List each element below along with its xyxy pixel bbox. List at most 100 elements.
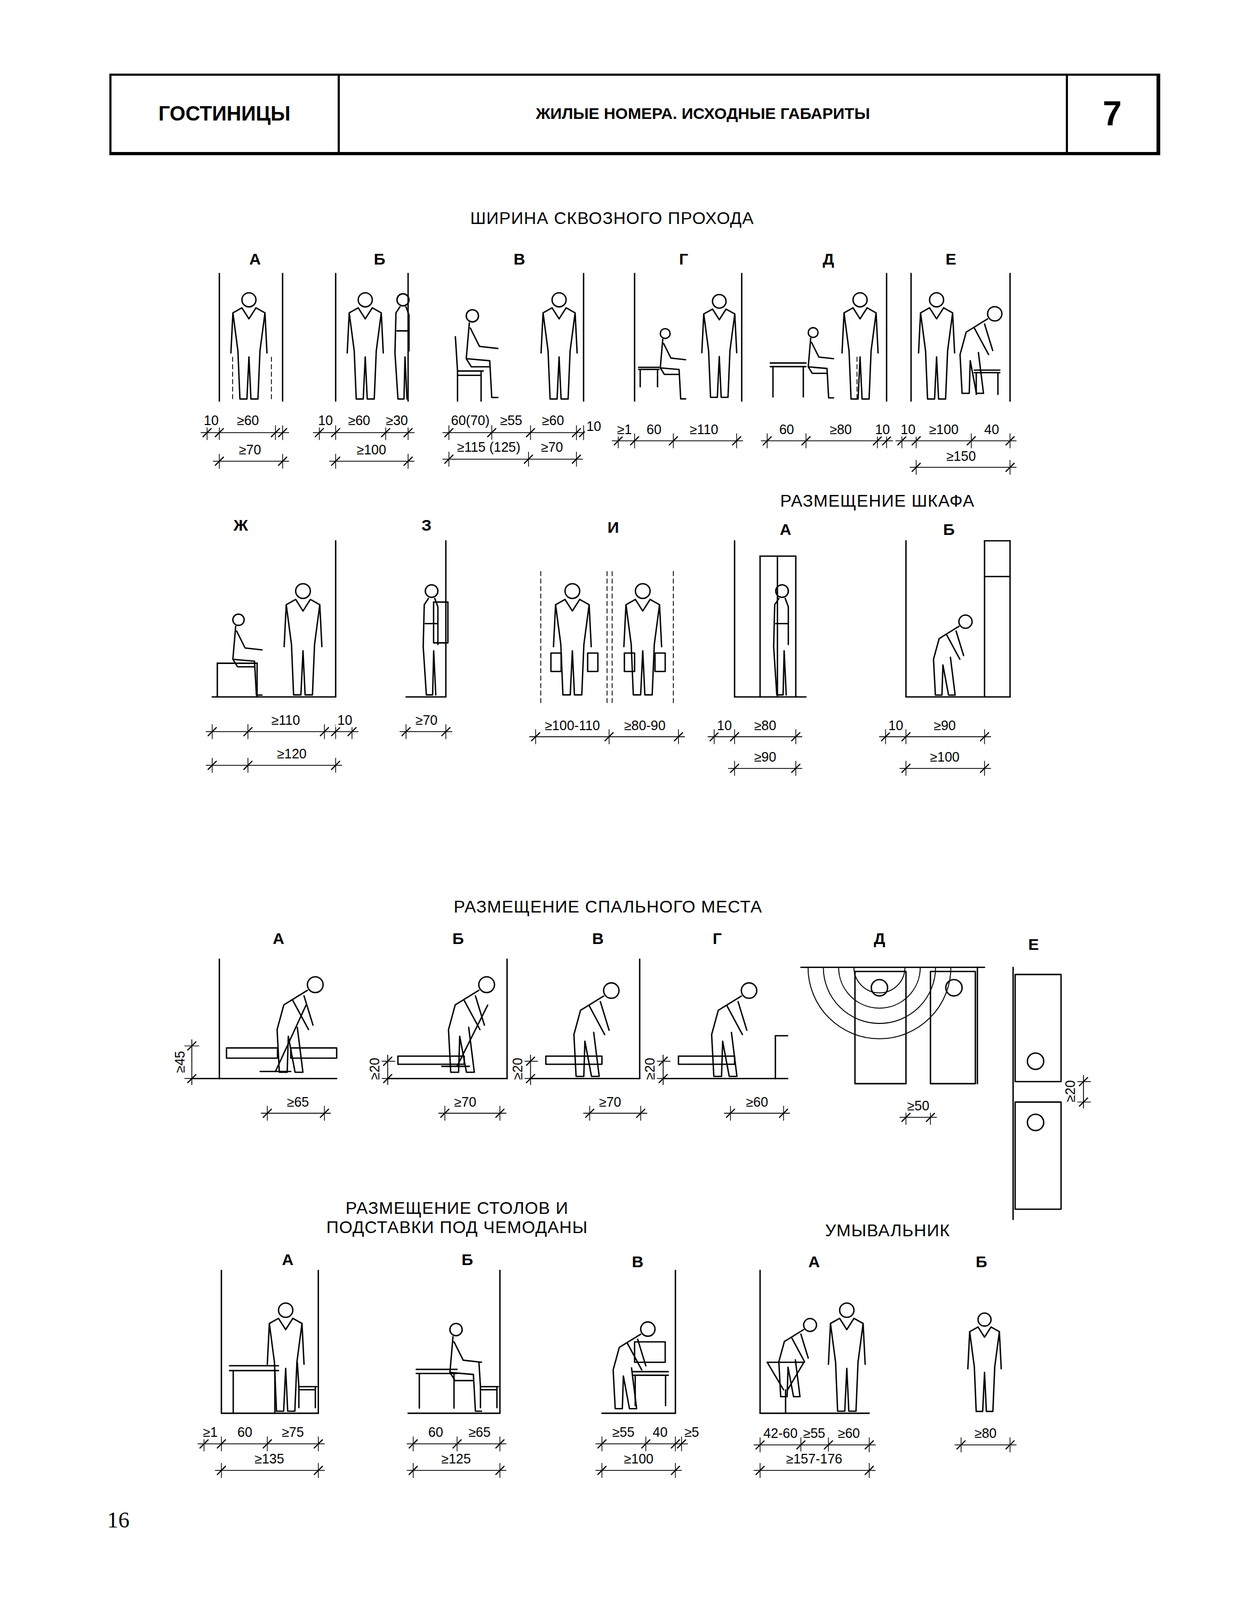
dimension-label: ≥70 [413, 713, 440, 728]
wall-line [886, 273, 888, 402]
dimension-label: 10 [715, 718, 734, 733]
human-figure [230, 292, 268, 400]
wall-line [216, 663, 219, 698]
furniture-outline [226, 1048, 278, 1059]
dimension-label: ≥60 [835, 1426, 862, 1441]
page-number: 16 [105, 1508, 132, 1533]
dimension-label: ≥115 (125) [455, 439, 523, 454]
dimension-line [954, 1444, 1017, 1446]
dimension-tick [402, 727, 411, 736]
dimension-label: ≥90 [752, 750, 779, 765]
dimension-label: ≥80 [827, 422, 854, 437]
human-figure [573, 983, 620, 1077]
dimension-label: 60 [426, 1425, 445, 1440]
dimension-tick [597, 1440, 606, 1449]
furniture-outline [930, 971, 976, 1084]
section-title: РАЗМЕЩЕНИЕ ШКАФА [778, 491, 977, 510]
wall-line [1009, 273, 1011, 402]
wall-line [776, 556, 779, 698]
dimension-line [899, 768, 991, 770]
furniture-outline [433, 602, 449, 644]
furniture-outline [655, 652, 666, 672]
dimension-tick [801, 436, 810, 445]
header-cell: ЖИЛЫЕ НОМЕРА. ИСХОДНЫЕ ГАБАРИТЫ [339, 73, 1069, 156]
dimension-tick [572, 428, 581, 437]
dimension-tick [677, 1440, 686, 1449]
reach-arc [808, 967, 952, 1040]
zone-line [232, 357, 234, 402]
dimension-tick [865, 1466, 874, 1475]
dimension-tick [444, 455, 453, 464]
human-figure [918, 292, 955, 400]
dimension-tick [215, 428, 224, 437]
wall-line [759, 556, 762, 698]
dimension-label: 60 [235, 1425, 254, 1440]
wall-line [759, 1270, 762, 1414]
header-cell: 7 [1067, 73, 1160, 156]
dimension-tick [710, 732, 719, 741]
dimension-line [438, 1113, 506, 1115]
dimension-label: 42-60 [761, 1426, 800, 1441]
dimension-tick [1006, 436, 1015, 445]
human-figure [233, 613, 263, 696]
dimension-tick [187, 1041, 196, 1050]
dimension-label: ≥30 [384, 412, 410, 428]
dimension-tick [630, 436, 639, 445]
section-title: УМЫВАЛЬНИК [823, 1221, 952, 1240]
dimension-line [387, 1055, 389, 1085]
dimension-tick [208, 727, 217, 736]
header-text: 7 [1102, 93, 1122, 134]
head-plan [871, 979, 888, 997]
dimension-line [910, 466, 1017, 468]
dimension-label: 10 [584, 419, 603, 434]
dimension-tick [526, 1057, 535, 1066]
zone-line [672, 571, 674, 705]
dimension-line [724, 1113, 790, 1115]
human-figure [828, 1303, 866, 1412]
wall-line [910, 273, 913, 402]
dimension-line [583, 1113, 648, 1115]
dimension-label: ≥20 [367, 1056, 382, 1083]
wall-line [220, 1270, 223, 1414]
dimension-label: ≥100-110 [543, 718, 602, 733]
wall-line [281, 273, 284, 402]
human-figure [660, 328, 686, 400]
dimension-tick [440, 1109, 449, 1118]
dimension-tick [730, 764, 739, 773]
dimension-tick [409, 1466, 418, 1475]
human-figure [778, 1318, 817, 1397]
dimension-label: ≥70 [597, 1094, 624, 1110]
human-figure [466, 309, 498, 398]
human-figure [770, 363, 807, 398]
dimension-label: ≥20 [1063, 1079, 1078, 1105]
dimension-label: 40 [982, 422, 1001, 437]
dimension-label: ≥70 [237, 442, 263, 458]
wall-line [217, 662, 258, 665]
dimension-tick [726, 1109, 735, 1118]
wall-line [387, 1078, 508, 1080]
dimension-tick [636, 1109, 645, 1118]
dimension-tick [441, 727, 450, 736]
dimension-tick [1079, 1077, 1088, 1086]
dimension-tick [763, 436, 772, 445]
dimension-label: 10 [316, 412, 335, 428]
dimension-label: 10 [886, 718, 905, 733]
dimension-label: ≥120 [275, 746, 308, 762]
human-figure [394, 293, 409, 400]
furniture-outline [587, 652, 598, 672]
wall-line [221, 1413, 319, 1415]
human-figure [967, 1313, 1002, 1412]
dimension-line [895, 440, 1017, 442]
wall-line [760, 1413, 870, 1415]
variant-letter: Б [450, 930, 466, 948]
variant-letter: Ж [232, 516, 250, 534]
dimension-tick [208, 761, 217, 770]
wall-line [775, 1035, 788, 1038]
variant-letter: В [512, 250, 528, 268]
human-figure [702, 294, 737, 398]
zone-line [270, 357, 273, 402]
dimension-label: ≥70 [539, 439, 565, 454]
header-cell: ГОСТИНИЦЫ [109, 73, 340, 156]
